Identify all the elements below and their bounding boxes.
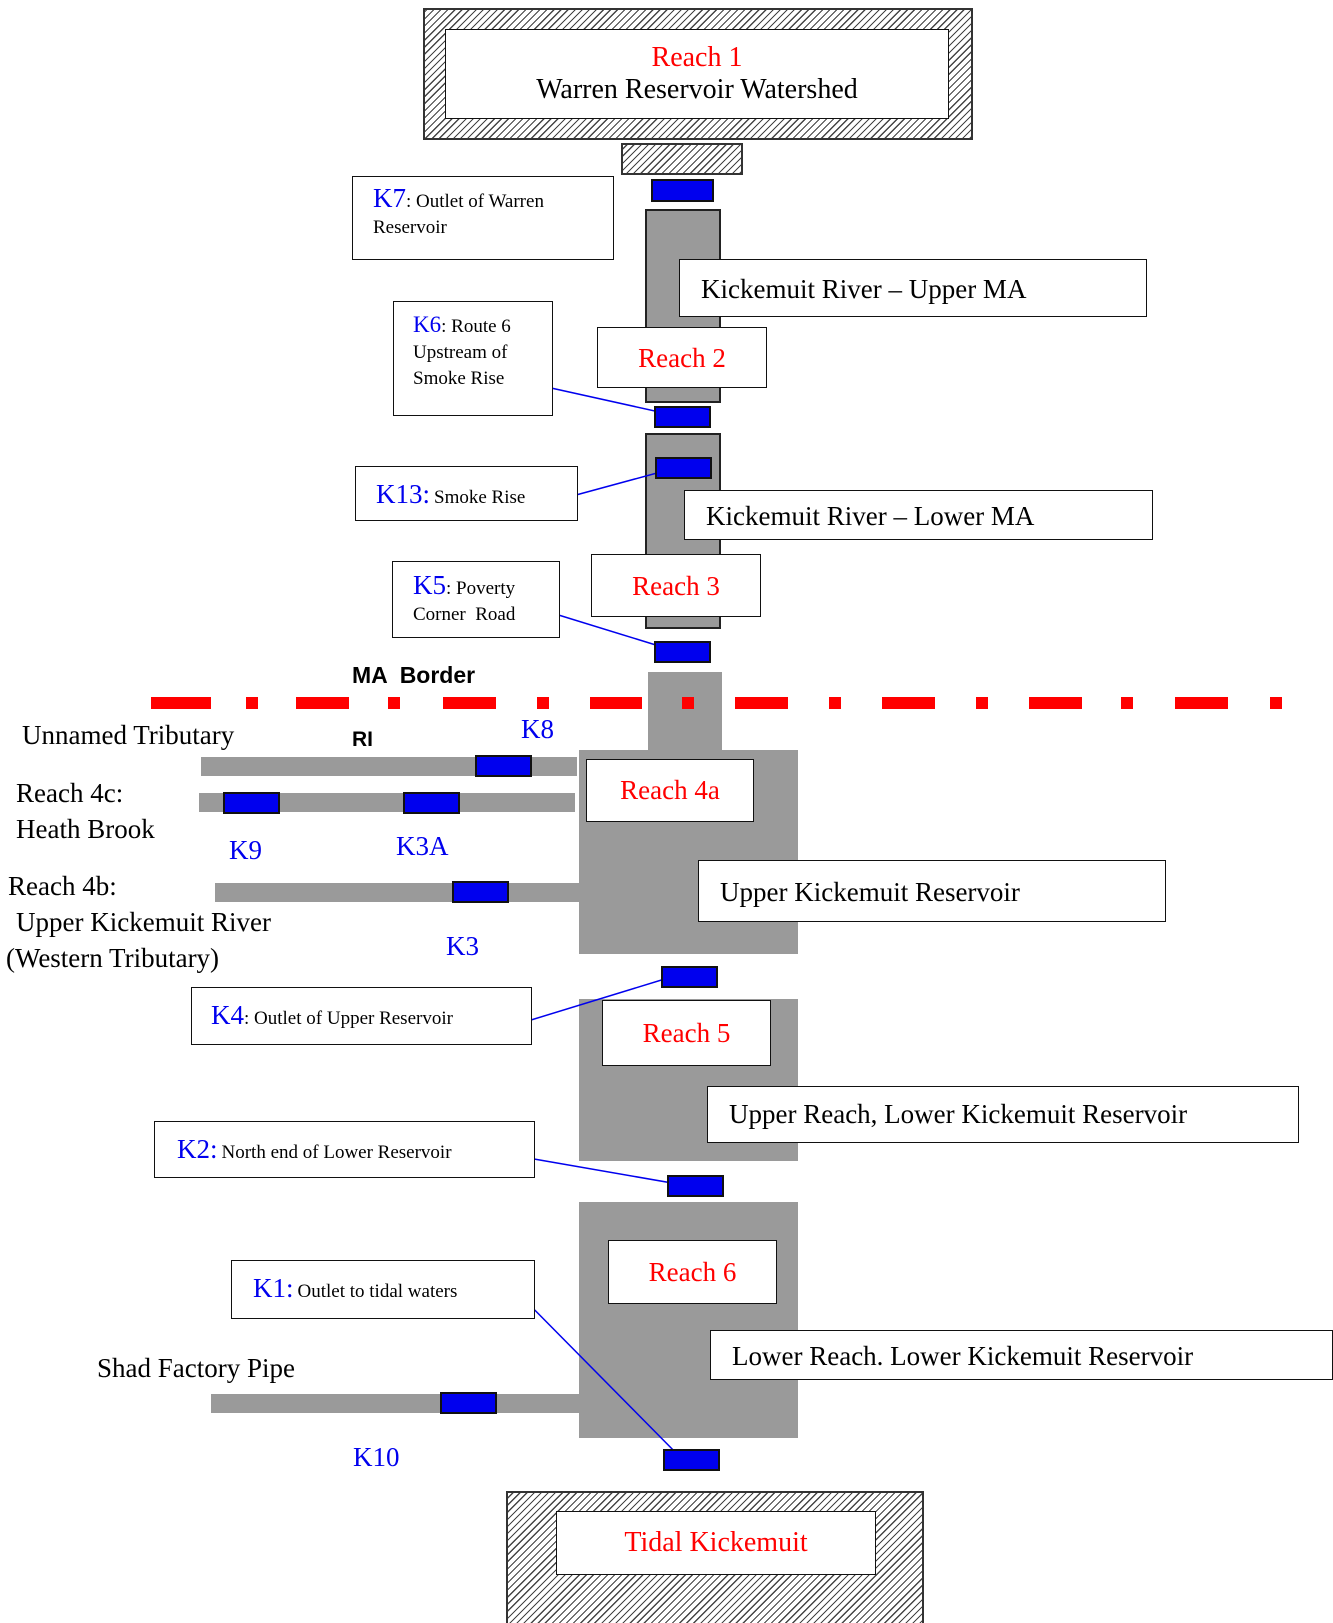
- k6-desc-line1: Route 6: [451, 316, 511, 337]
- k4-id: K4: [211, 1000, 244, 1030]
- station-marker-k2: [667, 1175, 724, 1197]
- k9-label: K9: [229, 835, 262, 865]
- k3a-label: K3A: [396, 831, 449, 861]
- heath-brook-channel: [199, 793, 575, 812]
- western-tributary-label-line1: Reach 4b:: [8, 871, 117, 901]
- segment-lower-ma: Kickemuit River – Lower MA: [684, 490, 1153, 540]
- reach3-label: Reach 3: [591, 554, 761, 617]
- western-tributary-label-line2: Upper Kickemuit River: [16, 907, 271, 937]
- k7-callout: K7: Outlet of Warren Reservoir: [352, 176, 614, 260]
- station-marker-k4: [661, 966, 718, 988]
- border-dot: [682, 697, 694, 709]
- reach1-label: Reach 1: [651, 42, 743, 73]
- border-dash: [443, 697, 496, 709]
- k13-callout: K13: Smoke Rise: [355, 466, 578, 521]
- k5-desc-line1: Poverty: [456, 578, 516, 599]
- reach1-name: Warren Reservoir Watershed: [536, 74, 858, 105]
- heath-brook-label-line2: Heath Brook: [16, 814, 155, 844]
- western-tributary-label-line3: (Western Tributary): [6, 943, 220, 973]
- k1-connector: [509, 1284, 686, 1463]
- k2-desc: North end of Lower Reservoir: [221, 1142, 452, 1163]
- river-border-crossing: [648, 672, 722, 752]
- border-dot: [976, 697, 988, 709]
- reach4a-label: Reach 4a: [586, 759, 754, 822]
- k3-label: K3: [446, 931, 479, 961]
- k13-connector: [575, 469, 669, 496]
- border-dot: [1121, 697, 1133, 709]
- k6-sep: :: [441, 316, 452, 337]
- k6-desc-line3: Smoke Rise: [413, 368, 505, 389]
- k6-desc-line2: Upstream of: [413, 342, 508, 363]
- station-marker-k3a: [403, 792, 460, 814]
- k6-id: K6: [413, 312, 442, 337]
- k2-id: K2:: [177, 1134, 218, 1164]
- reservoir-dam-hatch: [621, 143, 743, 175]
- reach6-label: Reach 6: [608, 1240, 777, 1304]
- border-dot: [829, 697, 841, 709]
- unnamed-tributary-label: Unnamed Tributary: [22, 720, 235, 750]
- k5-desc-line2: Corner Road: [413, 604, 516, 625]
- segment-upper-ma: Kickemuit River – Upper MA: [679, 259, 1147, 317]
- station-marker-k10: [440, 1392, 497, 1414]
- k4-sep: :: [244, 1008, 255, 1029]
- border-dash: [882, 697, 935, 709]
- k2-callout: K2: North end of Lower Reservoir: [154, 1121, 535, 1178]
- station-marker-k7: [651, 179, 714, 202]
- station-marker-k8: [475, 755, 532, 777]
- station-marker-k3: [452, 881, 509, 903]
- station-marker-k6: [654, 406, 711, 428]
- border-dot: [246, 697, 258, 709]
- border-dash: [296, 697, 349, 709]
- shad-factory-pipe-label: Shad Factory Pipe: [97, 1353, 295, 1383]
- border-dash: [1029, 697, 1082, 709]
- k1-desc: Outlet to tidal waters: [297, 1281, 458, 1302]
- border-dash: [1175, 697, 1228, 709]
- k8-label: K8: [521, 714, 554, 744]
- ma-border-label: MA Border: [352, 662, 476, 688]
- k4-connector: [530, 977, 669, 1021]
- ri-label: RI: [352, 728, 373, 751]
- k7-sep: :: [406, 191, 417, 212]
- k13-id: K13:: [376, 479, 430, 509]
- border-dot: [537, 697, 549, 709]
- k7-desc-line2: Reservoir: [373, 217, 447, 238]
- border-dot: [388, 697, 400, 709]
- k4-desc: Outlet of Upper Reservoir: [254, 1008, 453, 1029]
- k5-callout: K5: Poverty Corner Road: [392, 561, 560, 638]
- border-dash: [151, 697, 211, 709]
- k5-id: K5: [413, 570, 446, 600]
- reach2-label: Reach 2: [597, 327, 767, 388]
- border-dot: [1270, 697, 1282, 709]
- segment-lower-reach-lower-reservoir: Lower Reach. Lower Kickemuit Reservoir: [710, 1330, 1333, 1380]
- station-marker-k5: [654, 641, 711, 663]
- k5-sep: :: [446, 578, 457, 599]
- k7-id: K7: [373, 183, 406, 213]
- k7-desc-line1: Outlet of Warren: [416, 191, 544, 212]
- k1-id: K1:: [253, 1273, 294, 1303]
- k13-desc: Smoke Rise: [434, 487, 526, 508]
- segment-upper-reservoir: Upper Kickemuit Reservoir: [698, 860, 1166, 922]
- heath-brook-label-line1: Reach 4c:: [16, 778, 124, 808]
- border-dash: [735, 697, 788, 709]
- k5-connector: [551, 612, 673, 651]
- reach1-box: Reach 1 Warren Reservoir Watershed: [445, 29, 949, 119]
- k4-callout: K4: Outlet of Upper Reservoir: [191, 987, 532, 1045]
- station-marker-k13: [655, 457, 712, 479]
- k10-label: K10: [353, 1442, 400, 1472]
- segment-upper-reach-lower-reservoir: Upper Reach, Lower Kickemuit Reservoir: [707, 1086, 1299, 1143]
- station-marker-k1: [663, 1449, 720, 1471]
- reach5-label: Reach 5: [602, 1000, 771, 1066]
- tidal-kickemuit-label: Tidal Kickemuit: [556, 1511, 876, 1575]
- border-dash: [590, 697, 642, 709]
- k6-callout: K6: Route 6 Upstream of Smoke Rise: [393, 301, 553, 416]
- k1-callout: K1: Outlet to tidal waters: [231, 1260, 535, 1319]
- station-marker-k9: [223, 792, 280, 814]
